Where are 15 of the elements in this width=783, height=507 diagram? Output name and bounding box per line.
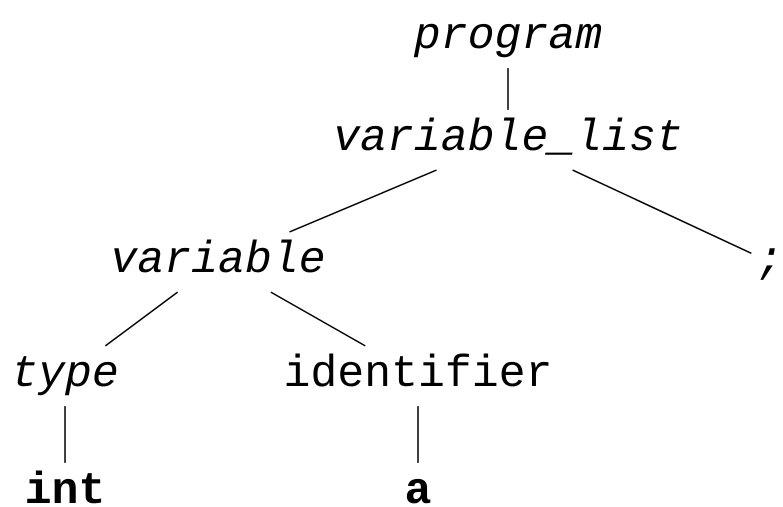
keyword-label: int <box>27 470 102 504</box>
tree-edge <box>289 169 437 233</box>
terminal-label: ; <box>760 248 775 280</box>
nonterminal-label: variable <box>114 239 324 272</box>
token-label: a <box>406 478 430 504</box>
tree-edge <box>270 291 366 347</box>
tree-edge <box>104 292 178 346</box>
tree-edge <box>417 406 419 463</box>
nonterminal-label: type <box>17 356 116 396</box>
terminal-label: identifier <box>286 353 548 387</box>
nonterminal-label: program <box>414 24 602 58</box>
tree-edge <box>572 169 752 254</box>
nonterminal-label: variable_list <box>336 117 680 155</box>
tree-edge <box>507 68 509 110</box>
tree-edge <box>64 406 66 463</box>
